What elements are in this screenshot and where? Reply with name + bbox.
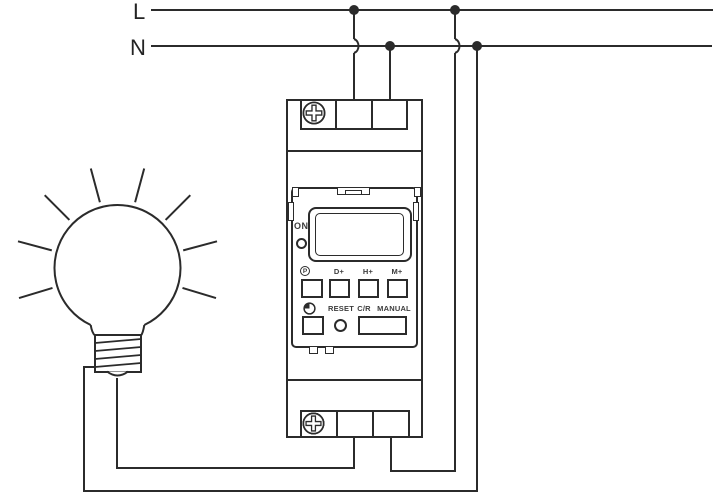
on-label: ON bbox=[294, 221, 309, 231]
light-ray-icon bbox=[17, 168, 218, 300]
led-indicator-icon bbox=[296, 238, 307, 249]
junction-dot-icon bbox=[349, 5, 359, 15]
bottom-terminal-block bbox=[300, 410, 410, 438]
panel-bottom-tab bbox=[309, 346, 318, 354]
wire-crossover-hop-icon bbox=[353, 38, 360, 54]
panel-side-latch bbox=[413, 202, 419, 221]
count-rule-label: C/R bbox=[357, 304, 371, 313]
program-p-icon: P bbox=[300, 266, 310, 276]
terminal-switch-common bbox=[302, 412, 408, 436]
junction-dot-icon bbox=[450, 5, 460, 15]
case-seam-line bbox=[286, 150, 423, 152]
case-seam-line bbox=[286, 379, 423, 381]
minute-plus-label: M+ bbox=[391, 267, 403, 276]
program-button bbox=[301, 279, 323, 298]
hour-plus-button bbox=[358, 279, 379, 298]
junction-dot-icon bbox=[472, 41, 482, 51]
manual-override-button bbox=[358, 316, 407, 335]
phillips-screw-icon bbox=[302, 412, 325, 435]
bulb-contact-tip bbox=[106, 370, 129, 377]
manual-label: MANUAL bbox=[377, 304, 411, 313]
neutral-line-label: N bbox=[130, 35, 146, 60]
wire-crossover-hop-icon bbox=[454, 38, 461, 54]
day-plus-button bbox=[329, 279, 350, 298]
lcd-display-inner bbox=[315, 213, 404, 256]
reset-button bbox=[334, 319, 347, 332]
panel-bottom-tab bbox=[325, 346, 334, 354]
panel-corner-clip bbox=[292, 187, 299, 197]
reset-label: RESET bbox=[327, 304, 355, 313]
live-line-label: L bbox=[133, 0, 146, 24]
clock-set-button bbox=[302, 316, 324, 335]
phillips-screw-icon bbox=[302, 101, 326, 125]
clock-icon bbox=[303, 302, 316, 315]
terminal-neutral-in bbox=[302, 101, 406, 128]
wire-neutral-to-lamp bbox=[83, 46, 478, 492]
wire-switched-to-lamp bbox=[116, 378, 355, 469]
panel-top-tab-inner bbox=[345, 190, 362, 195]
light-bulb-icon bbox=[17, 168, 218, 377]
panel-corner-clip bbox=[414, 187, 421, 197]
minute-plus-button bbox=[387, 279, 408, 298]
top-terminal-block bbox=[300, 99, 408, 130]
junction-dot-icon bbox=[385, 41, 395, 51]
terminal-switched-out bbox=[302, 412, 374, 436]
panel-side-latch bbox=[288, 202, 294, 221]
day-plus-label: D+ bbox=[333, 267, 345, 276]
terminal-live-in bbox=[302, 101, 373, 128]
hour-plus-label: H+ bbox=[362, 267, 374, 276]
